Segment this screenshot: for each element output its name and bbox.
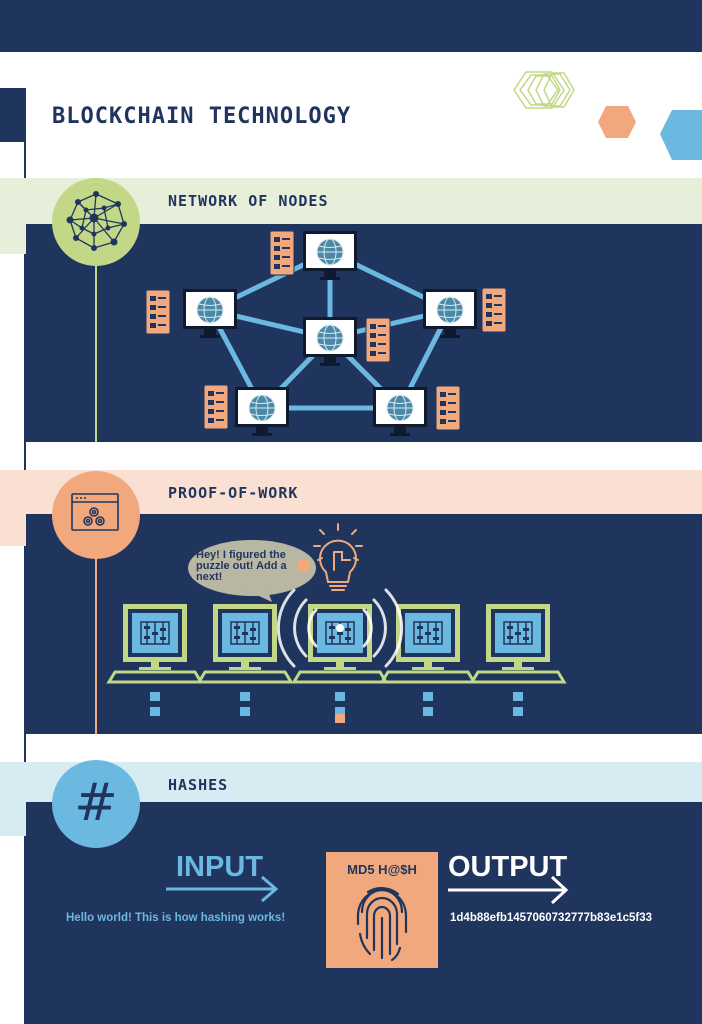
output-label: OUTPUT xyxy=(448,851,568,883)
pow-diagram xyxy=(107,523,566,723)
section-network-title: NETWORK OF NODES xyxy=(168,192,329,210)
decor-hexagons xyxy=(513,71,702,160)
node-monitor-bottom-right xyxy=(373,387,427,436)
pow-computer-1 xyxy=(107,602,203,718)
section-hash-title: HASHES xyxy=(168,776,229,794)
top-bar xyxy=(0,0,702,52)
bubble-orange-square xyxy=(297,560,309,572)
input-text: Hello world! This is how hashing works! xyxy=(66,912,286,924)
fingerprint-icon xyxy=(356,887,408,962)
left-border-line xyxy=(24,88,26,1024)
bubble-line-2: puzzle out! Add a xyxy=(196,560,287,572)
ledger-icon-2 xyxy=(145,289,171,335)
ledger-icon-3 xyxy=(481,287,507,333)
node-monitor-left xyxy=(183,289,237,338)
node-monitor-right xyxy=(423,289,477,338)
input-arrow-icon xyxy=(166,875,279,903)
ledger-icon-4 xyxy=(365,317,391,363)
node-network-diagram xyxy=(145,230,507,442)
bubble-line-1: Hey! I figured the xyxy=(196,549,286,561)
section-hash-circle xyxy=(52,760,140,848)
bubble-line-3: next! xyxy=(196,571,223,583)
speech-bubble: Hey! I figured the puzzle out! Add a nex… xyxy=(196,550,296,583)
md5-box-label: MD5 H@$H xyxy=(347,862,417,877)
ledger-icon-6 xyxy=(435,385,461,431)
broadcast-signal xyxy=(276,588,404,668)
blue-hexagon xyxy=(660,110,702,160)
section-pow-left-tab xyxy=(0,514,26,546)
outline-hexagon-cluster xyxy=(513,71,575,109)
section-network-left-tab xyxy=(0,224,26,254)
section-pow-stem xyxy=(95,545,97,734)
gears-window-icon xyxy=(71,493,119,531)
section-pow-title: PROOF-OF-WORK xyxy=(168,484,299,502)
left-tab xyxy=(0,88,26,142)
section-network-stem xyxy=(95,250,97,442)
pow-new-block xyxy=(335,714,345,723)
node-monitor-top xyxy=(303,231,357,280)
orange-hexagon xyxy=(598,106,636,138)
section-hash-left-tab xyxy=(0,802,26,836)
input-label: INPUT xyxy=(176,851,263,883)
pow-computer-2 xyxy=(197,602,293,718)
ledger-icon-5 xyxy=(203,384,229,430)
pow-computer-4 xyxy=(380,602,476,718)
network-icon xyxy=(66,191,127,251)
pow-computer-3 xyxy=(292,602,388,718)
pow-computer-5 xyxy=(470,602,566,718)
ledger-icon-1 xyxy=(269,230,295,276)
node-monitor-bottom-left xyxy=(235,387,289,436)
lightbulb-puzzle-icon xyxy=(313,523,363,591)
md5-box: MD5 H@$H xyxy=(326,852,438,968)
speech-bubble-shape xyxy=(188,540,316,602)
page-title: BLOCKCHAIN TECHNOLOGY xyxy=(52,104,352,129)
output-text: 1d4b88efb1457060732777b83e1c5f33 xyxy=(450,912,653,924)
output-arrow-icon xyxy=(448,875,569,905)
hash-icon: # xyxy=(74,773,118,833)
